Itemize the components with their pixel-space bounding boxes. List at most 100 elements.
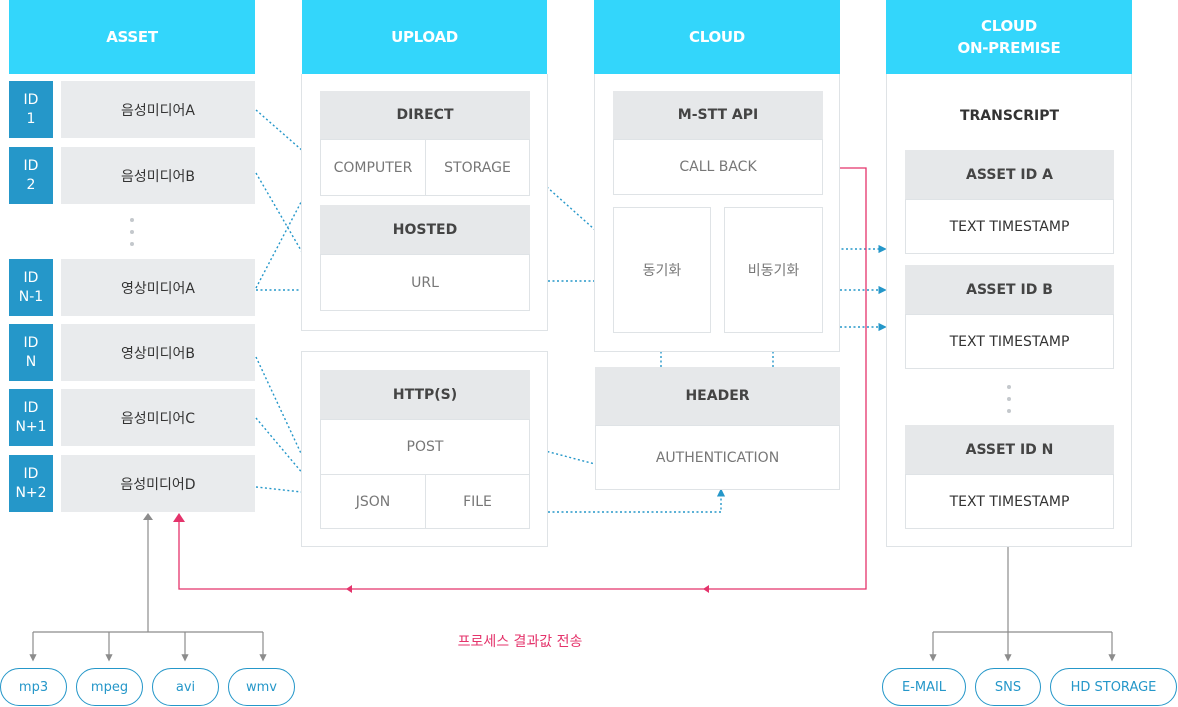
- asset-header: ASSET: [9, 0, 255, 74]
- asset-id-label: ID: [23, 399, 39, 416]
- callback-label: CALL BACK: [679, 159, 757, 175]
- ellipsis-dot: [1007, 397, 1011, 401]
- asset-id-number: 2: [26, 176, 36, 193]
- cloud-header-label: CLOUD: [689, 28, 745, 46]
- authentication-label: AUTHENTICATION: [655, 449, 780, 466]
- asset-media-label: 음성미디어B: [120, 168, 195, 185]
- upload-header-label: UPLOAD: [391, 28, 458, 46]
- asset-media-label: 음성미디어A: [121, 102, 195, 119]
- asset-id-number: N-1: [18, 288, 44, 305]
- asset-id-box: ID 1: [9, 81, 53, 138]
- json-option[interactable]: JSON: [320, 474, 426, 529]
- asset-media-item[interactable]: 영상미디어A: [61, 259, 255, 316]
- storage-label: STORAGE: [444, 159, 511, 176]
- format-pill[interactable]: mpeg: [76, 668, 143, 706]
- transcript-body-label: TEXT TIMESTAMP: [949, 218, 1070, 235]
- asset-id-label: ID: [23, 269, 39, 286]
- asset-id-label: ID: [23, 157, 39, 174]
- sync-label: 동기화: [642, 263, 682, 279]
- transcript-label: TRANSCRIPT: [959, 108, 1060, 124]
- async-box[interactable]: 비동기화: [724, 207, 823, 333]
- direct-title: DIRECT: [320, 91, 530, 139]
- format-pill[interactable]: avi: [152, 668, 219, 706]
- url-label: URL: [411, 274, 439, 291]
- mstt-api-label: M-STT API: [677, 107, 759, 123]
- asset-id-number: N: [25, 353, 37, 370]
- file-option[interactable]: FILE: [425, 474, 530, 529]
- hosted-title: HOSTED: [320, 205, 530, 254]
- transcript-asset-body[interactable]: TEXT TIMESTAMP: [905, 314, 1114, 369]
- file-label: FILE: [463, 493, 492, 510]
- asset-id-box: ID N: [9, 324, 53, 381]
- output-pill-hd-storage[interactable]: HD STORAGE: [1050, 668, 1177, 706]
- output-pill-sns[interactable]: SNS: [975, 668, 1041, 706]
- asset-media-label: 영상미디어A: [121, 280, 195, 297]
- ellipsis-dot: [130, 242, 134, 246]
- transcript-asset-title: ASSET ID N: [905, 425, 1114, 474]
- transcript-asset-body[interactable]: TEXT TIMESTAMP: [905, 199, 1114, 254]
- asset-id-box: ID 2: [9, 147, 53, 204]
- post-label: POST: [406, 439, 444, 455]
- asset-media-item[interactable]: 영상미디어B: [61, 324, 255, 381]
- url-option[interactable]: URL: [320, 254, 530, 311]
- callback-box[interactable]: CALL BACK: [613, 139, 823, 195]
- output-pill-email[interactable]: E-MAIL: [882, 668, 966, 706]
- transcript-asset-label: ASSET ID N: [965, 441, 1054, 458]
- ellipsis-dot: [130, 218, 134, 222]
- ellipsis-dot: [1007, 409, 1011, 413]
- onprem-header-line2: ON-PREMISE: [957, 39, 1061, 57]
- assetn1-to-direct-line: [255, 165, 321, 289]
- direct-label: DIRECT: [396, 107, 454, 123]
- asset-media-item[interactable]: 음성미디어B: [61, 147, 255, 204]
- transcript-asset-title: ASSET ID A: [905, 150, 1114, 199]
- format-pill[interactable]: wmv: [228, 668, 295, 706]
- asset-id-box: ID N+1: [9, 389, 53, 446]
- asset-id-number: 1: [26, 110, 36, 127]
- file-to-header-line: [530, 488, 726, 513]
- asset-media-label: 음성미디어C: [120, 410, 196, 427]
- async-label: 비동기화: [747, 263, 800, 279]
- authentication-box[interactable]: AUTHENTICATION: [595, 425, 840, 490]
- transcript-asset-title: ASSET ID B: [905, 265, 1114, 314]
- transcript-asset-label: ASSET ID A: [966, 166, 1053, 183]
- transcript-asset-label: ASSET ID B: [966, 281, 1053, 298]
- asset-id-number: N+1: [15, 418, 47, 435]
- asset-media-item[interactable]: 음성미디어C: [61, 389, 255, 446]
- asset-header-label: ASSET: [106, 28, 158, 46]
- https-label: HTTP(S): [392, 386, 458, 403]
- computer-label: COMPUTER: [333, 159, 413, 176]
- onprem-header: CLOUD ON-PREMISE: [886, 0, 1132, 74]
- process-result-text: 프로세스 결과값 전송: [457, 634, 583, 650]
- asset-media-label: 음성미디어D: [120, 476, 196, 493]
- post-option[interactable]: POST: [320, 419, 530, 475]
- output-label: SNS: [994, 679, 1022, 695]
- post-to-auth-line: [529, 446, 596, 465]
- header-label: HEADER: [685, 388, 750, 404]
- hosted-label: HOSTED: [392, 221, 458, 238]
- format-label: mpeg: [90, 679, 129, 695]
- format-pill[interactable]: mp3: [0, 668, 67, 706]
- json-label: JSON: [355, 493, 391, 510]
- onprem-header-line1: CLOUD: [981, 17, 1037, 35]
- output-label: HD STORAGE: [1070, 679, 1157, 695]
- asset-id-label: ID: [23, 91, 39, 108]
- asset-media-item[interactable]: 음성미디어D: [61, 455, 255, 512]
- process-result-line: [178, 167, 867, 590]
- transcript-asset-body[interactable]: TEXT TIMESTAMP: [905, 474, 1114, 529]
- ellipsis-dot: [130, 230, 134, 234]
- transcript-body-label: TEXT TIMESTAMP: [949, 333, 1070, 350]
- transcript-title: TRANSCRIPT: [905, 104, 1114, 128]
- computer-option[interactable]: COMPUTER: [320, 139, 426, 196]
- asset1-to-direct-line: [255, 109, 321, 167]
- transcript-body-label: TEXT TIMESTAMP: [949, 493, 1070, 510]
- format-label: wmv: [246, 679, 277, 695]
- format-label: mp3: [18, 679, 49, 695]
- asset-id-label: ID: [23, 334, 39, 351]
- mstt-api-title: M-STT API: [613, 91, 823, 139]
- asset-media-label: 영상미디어B: [120, 345, 195, 362]
- process-result-label: 프로세스 결과값 전송: [430, 630, 610, 652]
- storage-option[interactable]: STORAGE: [425, 139, 530, 196]
- sync-box[interactable]: 동기화: [613, 207, 711, 333]
- asset-media-item[interactable]: 음성미디어A: [61, 81, 255, 138]
